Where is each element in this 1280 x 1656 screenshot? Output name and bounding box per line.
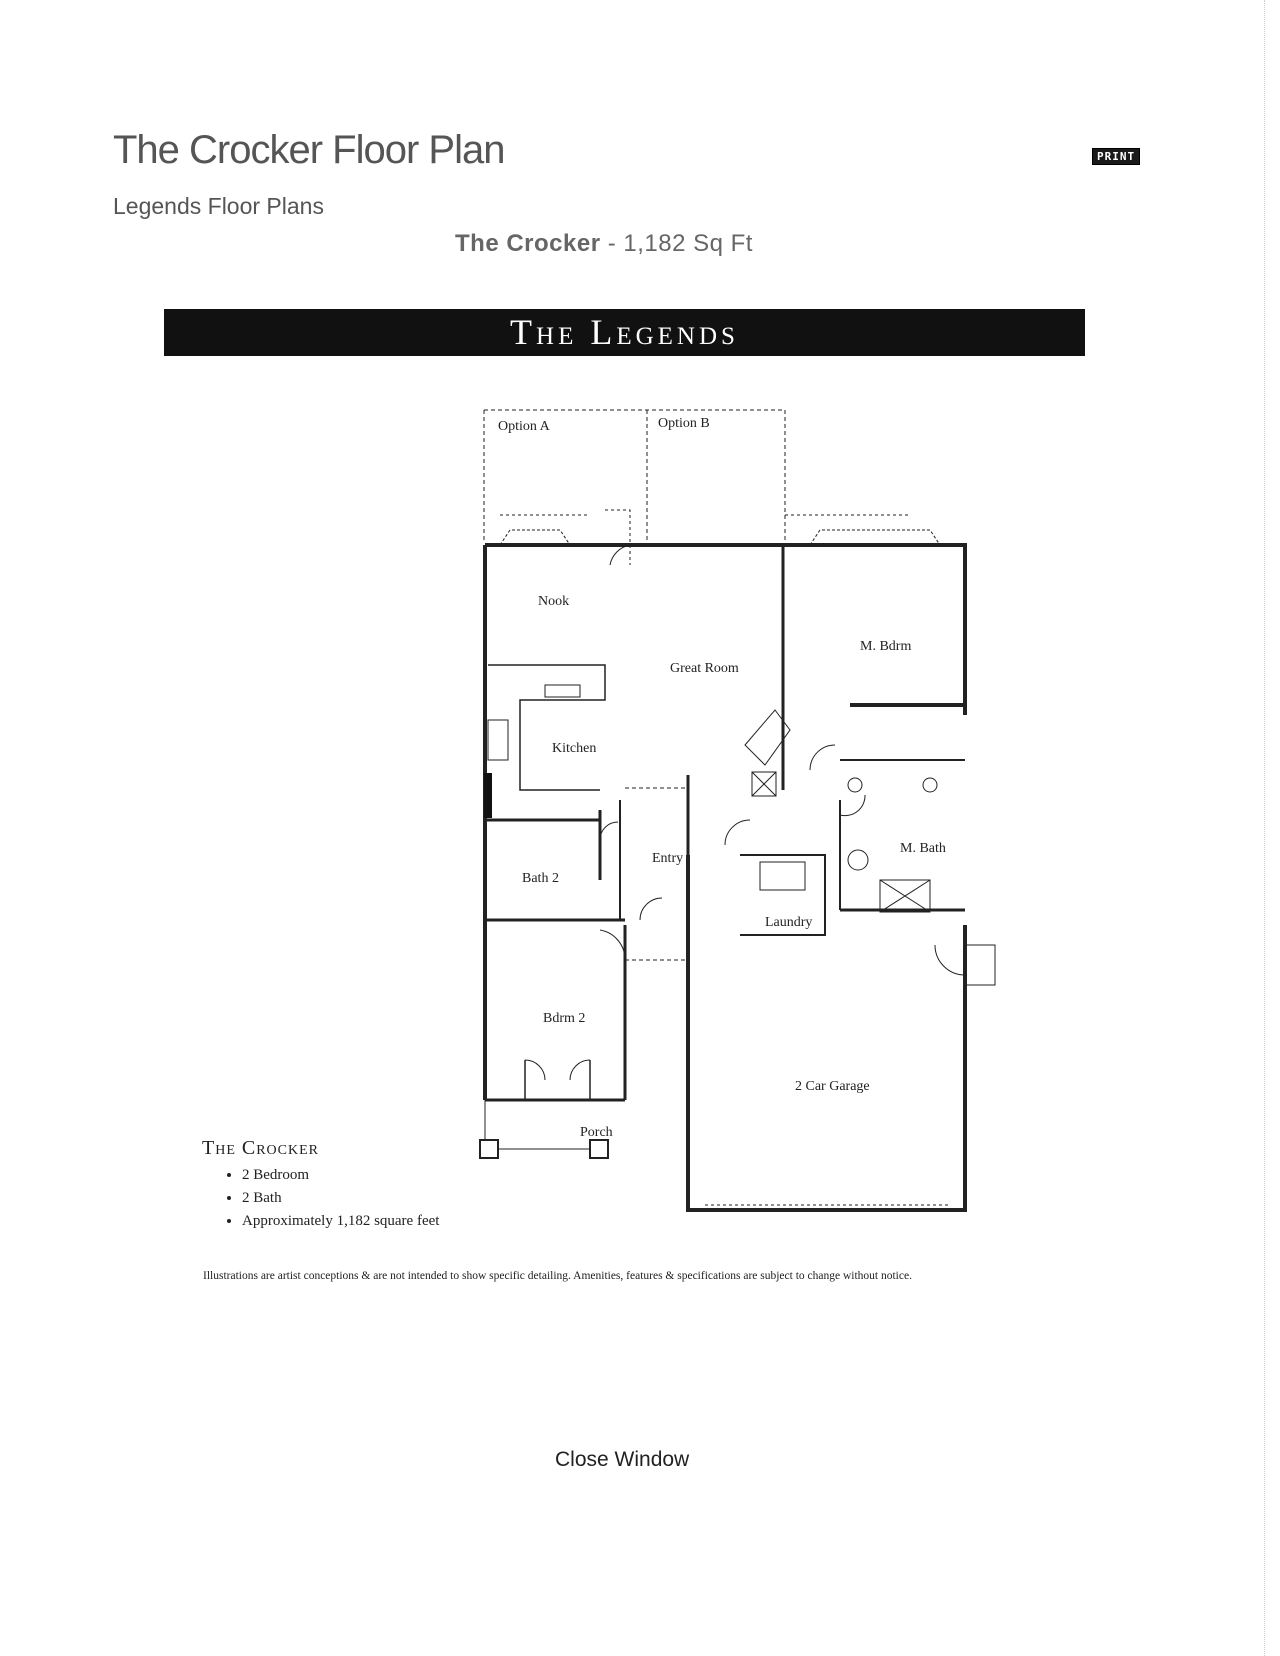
- room-label-porch: Porch: [580, 1125, 613, 1140]
- plan-heading: The Crocker - 1,182 Sq Ft: [455, 230, 753, 258]
- wall-solid: [484, 773, 492, 818]
- floor-plan: Option A Option B Nook Great Room M. Bdr…: [460, 400, 1020, 1260]
- close-window-link[interactable]: Close Window: [555, 1448, 690, 1471]
- room-label-m-bdrm: M. Bdrm: [860, 639, 911, 654]
- room-label-entry: Entry: [652, 851, 683, 866]
- disclaimer-text: Illustrations are artist conceptions & a…: [203, 1270, 912, 1282]
- legend-list: 2 Bedroom 2 Bath Approximately 1,182 squ…: [202, 1164, 439, 1233]
- room-label-option-b: Option B: [658, 416, 710, 431]
- room-label-garage: 2 Car Garage: [795, 1079, 870, 1094]
- print-button[interactable]: PRINT: [1092, 148, 1141, 165]
- room-label-option-a: Option A: [498, 419, 551, 434]
- room-label-m-bath: M. Bath: [900, 841, 946, 856]
- legend-item: 2 Bedroom: [242, 1164, 439, 1187]
- plan-legend: The Crocker 2 Bedroom 2 Bath Approximate…: [202, 1137, 439, 1233]
- room-label-kitchen: Kitchen: [552, 741, 596, 756]
- room-label-bath2: Bath 2: [522, 871, 559, 886]
- room-label-nook: Nook: [538, 594, 569, 609]
- room-label-laundry: Laundry: [765, 915, 812, 930]
- garage-walls: [686, 855, 967, 1212]
- room-label-great-room: Great Room: [670, 661, 739, 676]
- legend-item: 2 Bath: [242, 1187, 439, 1210]
- legend-item: Approximately 1,182 square feet: [242, 1210, 439, 1233]
- plan-heading-size: - 1,182 Sq Ft: [600, 230, 753, 257]
- floor-plan-drawing: Option A Option B Nook Great Room M. Bdr…: [479, 409, 996, 1212]
- page-edge-line: [1264, 0, 1266, 1656]
- page-subtitle: Legends Floor Plans: [113, 193, 324, 219]
- option-outline: [484, 409, 786, 545]
- plan-heading-name: The Crocker: [455, 230, 601, 257]
- legends-banner: The Legends: [164, 309, 1085, 356]
- room-label-bdrm2: Bdrm 2: [543, 1011, 585, 1026]
- page-title: The Crocker Floor Plan: [113, 128, 505, 172]
- legend-title: The Crocker: [202, 1137, 320, 1159]
